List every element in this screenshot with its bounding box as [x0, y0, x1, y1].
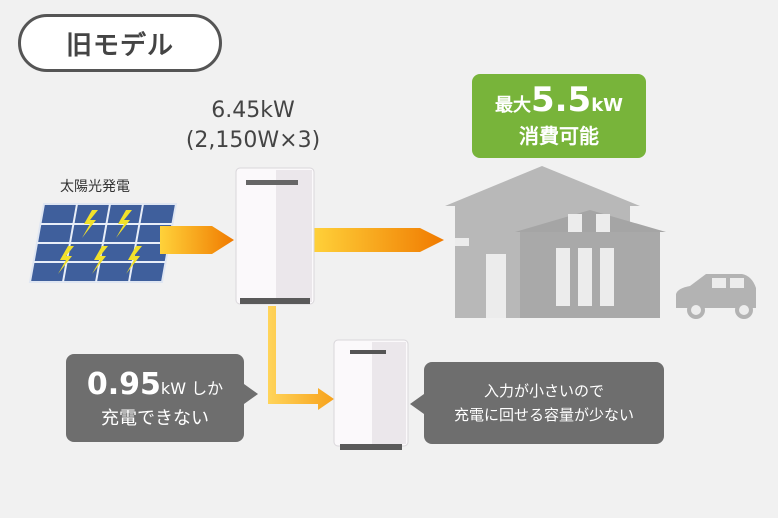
battery-note-callout: 入力が小さいので 充電に回せる容量が少ない: [424, 362, 664, 444]
inverter-output-detail: (2,150W×3): [185, 128, 321, 153]
arrow-solar-to-inverter: [160, 226, 234, 254]
charge-value: 0.95: [86, 366, 161, 402]
note-callout-pointer: [410, 394, 424, 414]
arrow-inverter-to-battery: [268, 306, 334, 410]
solar-label: 太陽光発電: [60, 179, 130, 195]
max-value: 5.5: [530, 80, 592, 120]
max-consumption-box: 最大5.5kW 消費可能: [472, 74, 646, 158]
model-tag: 旧モデル: [18, 14, 222, 72]
car-icon: [676, 274, 756, 319]
inverter-output-label: 6.45kW (2,150W×3): [158, 96, 348, 156]
inverter-output-total: 6.45kW: [211, 98, 295, 123]
battery-unit: [333, 339, 409, 450]
charge-line2: 充電できない: [101, 407, 209, 429]
inverter-unit: [235, 167, 315, 305]
charge-callout-pointer: [244, 384, 258, 404]
max-suffix: 消費可能: [519, 124, 599, 148]
max-unit: kW: [591, 95, 624, 116]
house-icon: [445, 166, 666, 318]
charge-unit: kW しか: [160, 378, 224, 398]
battery-note-line2: 充電に回せる容量が少ない: [453, 406, 634, 424]
lightning-icon: [58, 210, 142, 274]
solar-panel: [28, 203, 178, 283]
battery-note-line1: 入力が小さいので: [483, 382, 604, 400]
charge-limit-callout: 0.95kW しか 充電できない: [66, 354, 244, 442]
max-prefix: 最大: [494, 95, 531, 116]
arrow-inverter-to-house: [312, 228, 444, 252]
model-tag-label: 旧モデル: [65, 30, 174, 61]
